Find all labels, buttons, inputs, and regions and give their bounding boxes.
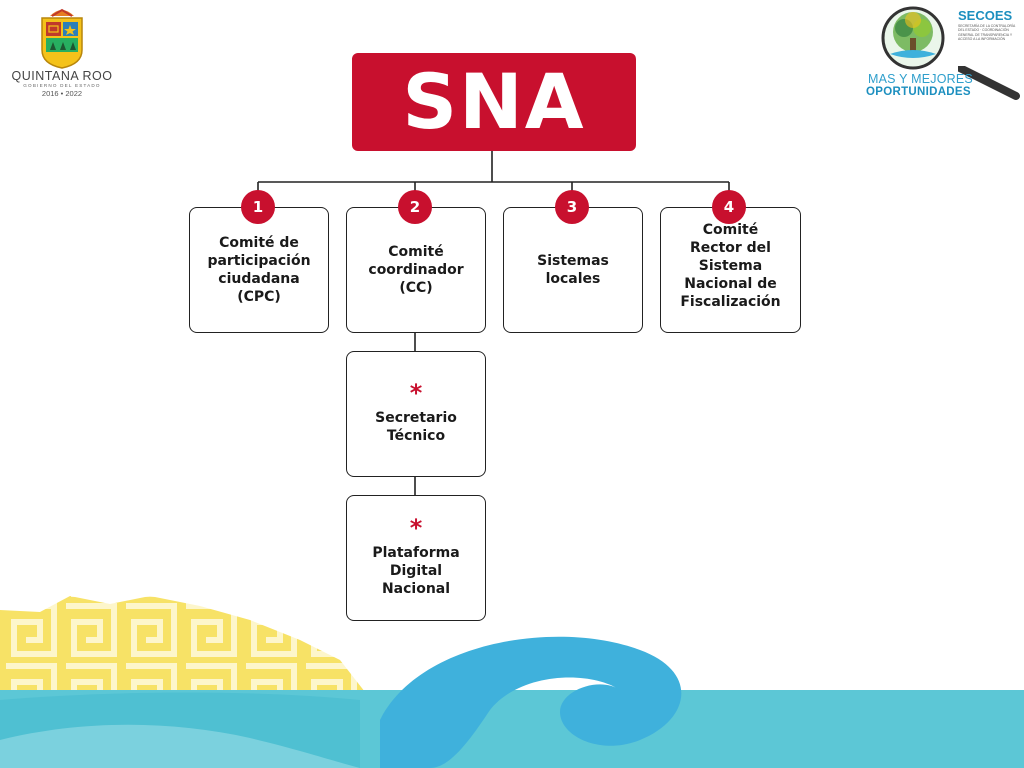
sna-root-node: SNA	[352, 53, 636, 151]
node-plataforma-digital: * Plataforma Digital Nacional	[346, 495, 486, 621]
secoes-name: SECOES	[958, 8, 1013, 23]
node-secretario-tecnico: * Secretario Técnico	[346, 351, 486, 477]
badge-1: 1	[241, 190, 275, 224]
slogan-line-2: OPORTUNIDADES	[866, 86, 971, 98]
logo-title: QUINTANA ROO	[11, 69, 113, 83]
node-comite-rector-label: Comité Rector del Sistema Nacional de Fi…	[680, 222, 781, 310]
sna-title: SNA	[402, 57, 586, 146]
node-comite-rector: Comité Rector del Sistema Nacional de Fi…	[660, 207, 801, 333]
slogan-line-1: MAS Y MEJORES	[868, 72, 973, 86]
node-sistemas-locales-label: Sistemas locales	[537, 253, 609, 287]
asterisk-marker: *	[409, 514, 423, 542]
badge-4: 4	[712, 190, 746, 224]
tree-magnifier-icon	[881, 6, 945, 70]
node-secretario-tecnico-label: Secretario Técnico	[375, 410, 457, 444]
logo-years: 2016 • 2022	[41, 89, 83, 98]
badge-2: 2	[398, 190, 432, 224]
teal-wave-band	[0, 636, 1024, 768]
yellow-pattern-band	[0, 596, 365, 705]
node-cc-label: Comité coordinador (CC)	[368, 244, 464, 296]
secoes-logo: SECOES SECRETARÍA DE LA CONTRALORÍA DEL …	[858, 2, 1024, 102]
quintana-roo-logo: QUINTANA ROO GOBIERNO DEL ESTADO 2016 • …	[8, 6, 116, 102]
secoes-small-text: SECRETARÍA DE LA CONTRALORÍA DEL ESTADO …	[958, 24, 1016, 42]
node-sistemas-locales: Sistemas locales	[503, 207, 643, 333]
logo-subtitle: GOBIERNO DEL ESTADO	[23, 83, 101, 88]
node-cc: Comité coordinador (CC)	[346, 207, 486, 333]
node-cpc: Comité de participación ciudadana (CPC)	[189, 207, 329, 333]
state-crest-icon	[41, 8, 83, 69]
node-cpc-label: Comité de participación ciudadana (CPC)	[207, 235, 311, 305]
badge-3: 3	[555, 190, 589, 224]
node-plataforma-digital-label: Plataforma Digital Nacional	[372, 545, 460, 597]
asterisk-marker: *	[409, 379, 423, 407]
magnifier-handle-icon	[958, 66, 1020, 100]
